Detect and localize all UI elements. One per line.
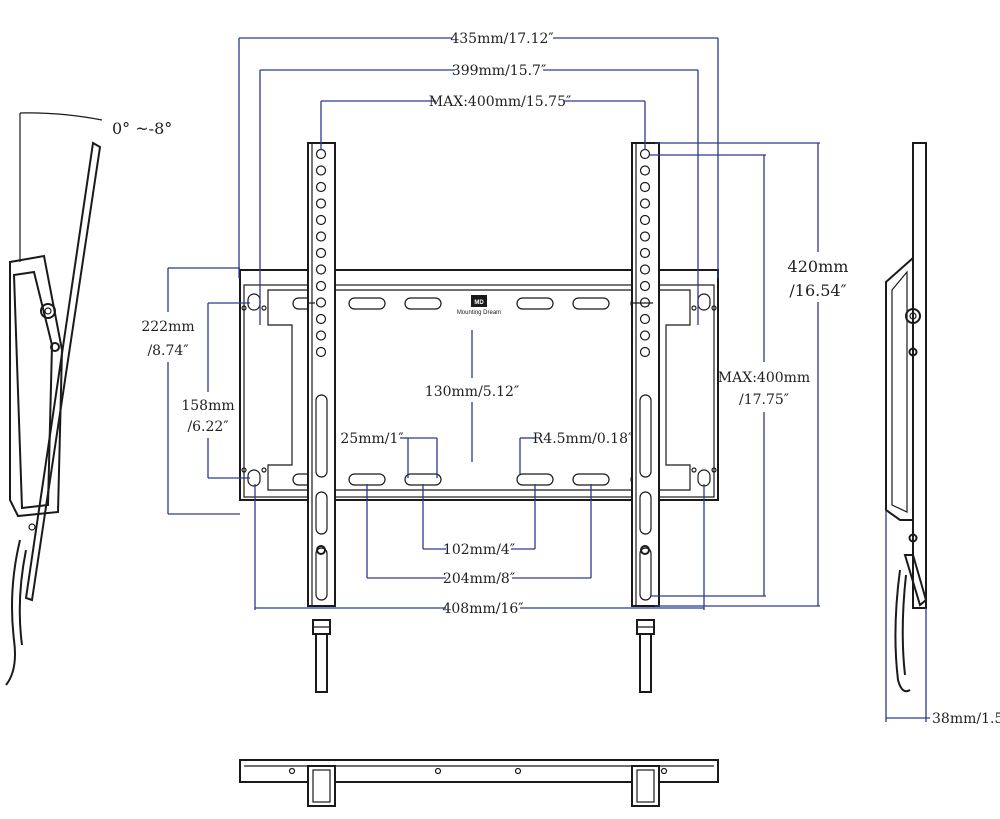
dimension-labels: 0° ~-8° 435mm/17.12″ 399mm/15.7″ MAX:400… xyxy=(112,31,1000,727)
height-420-inch-label: /16.54″ xyxy=(789,281,846,300)
max-400-vertical-label: MAX:400mm xyxy=(718,370,810,386)
height-222-inch-label: /8.74″ xyxy=(147,343,188,359)
arm-hole xyxy=(639,330,651,341)
brand-logo-letters: MD xyxy=(474,300,484,306)
spacing-408-label: 408mm/16″ xyxy=(442,601,523,617)
arm-holes-left xyxy=(315,148,327,358)
arm-hole xyxy=(315,280,327,292)
arm-hole xyxy=(639,214,651,226)
brand-logo: MD Mounting Dream xyxy=(457,295,501,316)
slot-25-label: 25mm/1″ xyxy=(340,431,403,447)
arm-hole xyxy=(639,198,651,209)
arm-hole xyxy=(639,165,651,176)
arm-hole xyxy=(639,346,651,358)
left-vertical-arm xyxy=(307,142,336,693)
right-side-view xyxy=(885,142,928,722)
arm-hole xyxy=(639,264,651,275)
radius-r4-label: R4.5mm/0.18″ xyxy=(533,431,633,447)
arm-hole xyxy=(639,313,651,325)
width-399-label: 399mm/15.7″ xyxy=(452,63,546,79)
arm-hole xyxy=(315,346,327,358)
arm-hole xyxy=(639,231,651,242)
height-158-inch-label: /6.22″ xyxy=(187,419,228,435)
spacing-102-label: 102mm/4″ xyxy=(443,542,515,558)
height-158-label: 158mm xyxy=(181,398,234,414)
arm-holes-right xyxy=(639,148,651,358)
arm-hole xyxy=(315,313,327,325)
arm-hole xyxy=(315,231,327,242)
width-435-label: 435mm/17.12″ xyxy=(450,31,553,47)
spacing-204-label: 204mm/8″ xyxy=(443,571,515,587)
arm-hole xyxy=(639,247,651,259)
right-vertical-arm xyxy=(631,142,660,693)
arm-hole xyxy=(315,297,327,308)
depth-38-label: 38mm/1.5″ xyxy=(932,711,1000,727)
tilt-angle-label: 0° ~-8° xyxy=(112,119,172,138)
bottom-view xyxy=(239,759,719,807)
arm-hole xyxy=(315,198,327,209)
arm-hole xyxy=(315,247,327,259)
max-400-vertical-inch-label: /17.75″ xyxy=(739,392,789,408)
arm-hole xyxy=(315,181,327,193)
arm-hole xyxy=(639,280,651,292)
arm-hole xyxy=(315,330,327,341)
dimension-lines xyxy=(167,37,930,719)
height-420-label: 420mm xyxy=(788,257,849,276)
brand-name: Mounting Dream xyxy=(457,310,501,316)
arm-hole xyxy=(315,264,327,275)
arm-hole xyxy=(315,214,327,226)
center-130-label: 130mm/5.12″ xyxy=(425,384,519,400)
height-222-label: 222mm xyxy=(141,319,194,335)
left-side-tilt-view xyxy=(5,112,103,686)
max-400-horizontal-label: MAX:400mm/15.75″ xyxy=(429,94,571,110)
arm-hole xyxy=(639,181,651,193)
arm-hole xyxy=(315,165,327,176)
